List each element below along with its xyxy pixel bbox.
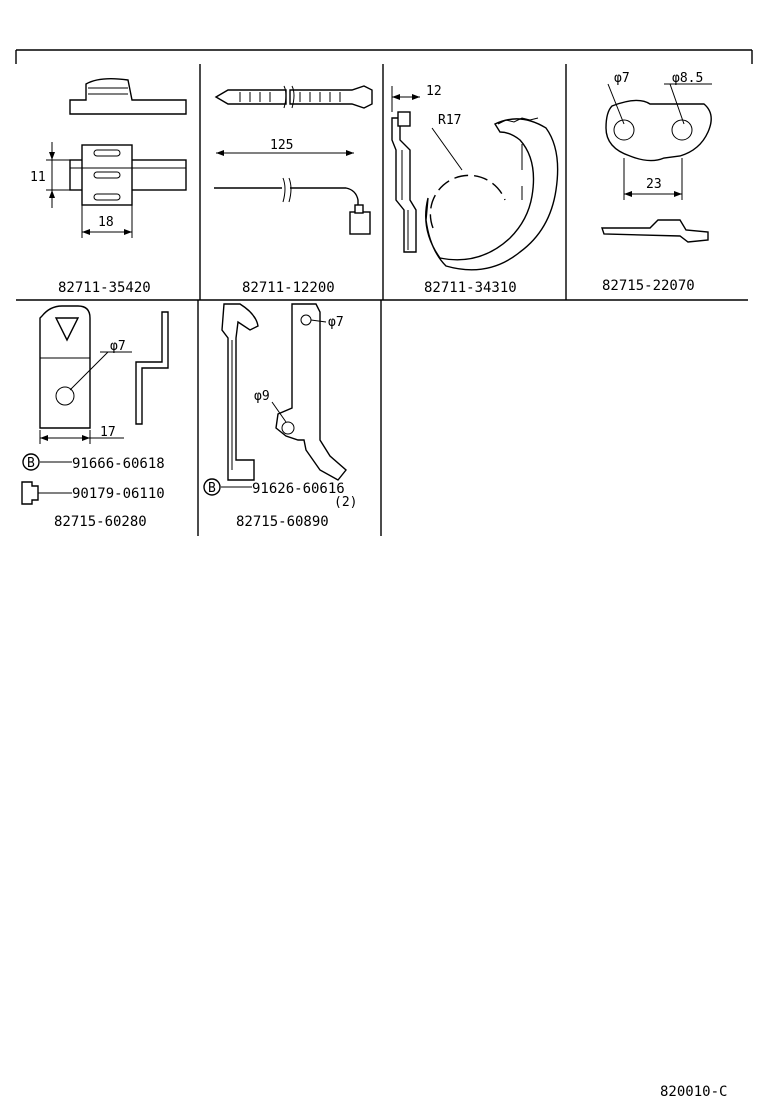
- part-cell-82711-35420: 11 18 82711-35420: [30, 77, 187, 296]
- bracket-front: [275, 303, 347, 481]
- grid-frame: [15, 49, 753, 536]
- fastener-number: 91626-60616: [252, 481, 345, 497]
- part-cell-82711-12200: 125 82711-12200: [214, 85, 373, 296]
- bolt-symbol-letter: B: [208, 481, 216, 496]
- fastener-number: 91666-60618: [72, 456, 165, 472]
- tie-band: [214, 89, 287, 105]
- hole-9: [281, 421, 295, 435]
- bracket-side: [221, 303, 259, 481]
- clamp-profile: [391, 117, 417, 253]
- dim-label: φ9: [254, 389, 270, 404]
- dim-label: φ8.5: [672, 71, 703, 86]
- part-cell-82711-34310: 12 R17 82711-34310: [391, 84, 559, 296]
- fastener-qty: (2): [334, 495, 357, 510]
- bracket-plate: [39, 305, 91, 429]
- part-number: 82711-34310: [424, 280, 517, 296]
- circle-clamp: [425, 118, 559, 271]
- fastener-number: 90179-06110: [72, 486, 165, 502]
- dim-label: φ7: [328, 315, 344, 330]
- bracket-plate: [605, 99, 712, 162]
- part-number: 82715-60280: [54, 514, 147, 530]
- part-number: 82715-60890: [236, 514, 329, 530]
- dim-label: φ7: [614, 71, 630, 86]
- part-number: 82711-35420: [58, 280, 151, 296]
- dim-label: R17: [438, 113, 461, 128]
- clamp-side-view: [69, 77, 187, 115]
- bracket-side: [135, 311, 169, 425]
- dim-label: 11: [30, 170, 46, 185]
- part-number: 82711-12200: [242, 280, 335, 296]
- bolt-symbol: [203, 478, 221, 496]
- dim-label: 23: [646, 177, 662, 192]
- hole-7: [613, 119, 635, 141]
- dim-label: 12: [426, 84, 442, 99]
- dim-label: 125: [270, 138, 293, 153]
- part-cell-82715-60280: φ7 17 B 91666-60618 90179-06110 82715-60…: [21, 305, 169, 530]
- hole-8-5: [671, 119, 693, 141]
- dim-label: φ7: [110, 339, 126, 354]
- dim-label: 18: [98, 215, 114, 230]
- bolt-symbol: [22, 453, 40, 471]
- diagram-code: 820010-C: [660, 1084, 727, 1100]
- clip-icon: [21, 481, 39, 505]
- bracket-side: [601, 219, 709, 243]
- bolt-symbol-letter: B: [27, 456, 35, 471]
- hole-7: [55, 386, 75, 406]
- dim-label: 17: [100, 425, 116, 440]
- tie-band-side: [214, 187, 359, 210]
- part-cell-82715-60890: φ7 φ9 B 91626-60616 (2) 82715-60890: [203, 303, 357, 530]
- part-cell-82715-22070: φ7 φ8.5 23 82715-22070: [601, 71, 712, 294]
- part-number: 82715-22070: [602, 278, 695, 294]
